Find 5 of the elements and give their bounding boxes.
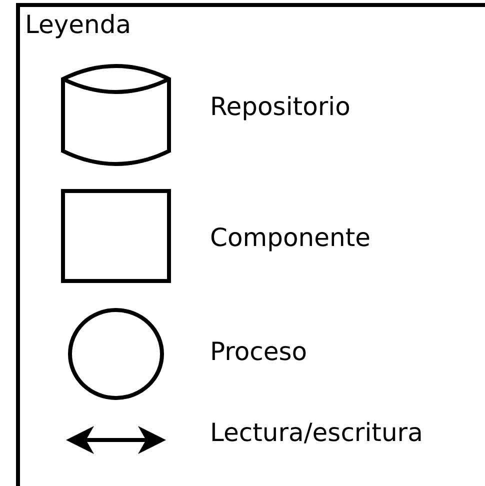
legend-label: Lectura/escritura	[210, 420, 423, 445]
legend-label: Proceso	[210, 339, 308, 364]
legend-label: Repositorio	[210, 94, 350, 119]
legend-title: Leyenda	[25, 12, 132, 37]
legend-label: Componente	[210, 225, 371, 250]
